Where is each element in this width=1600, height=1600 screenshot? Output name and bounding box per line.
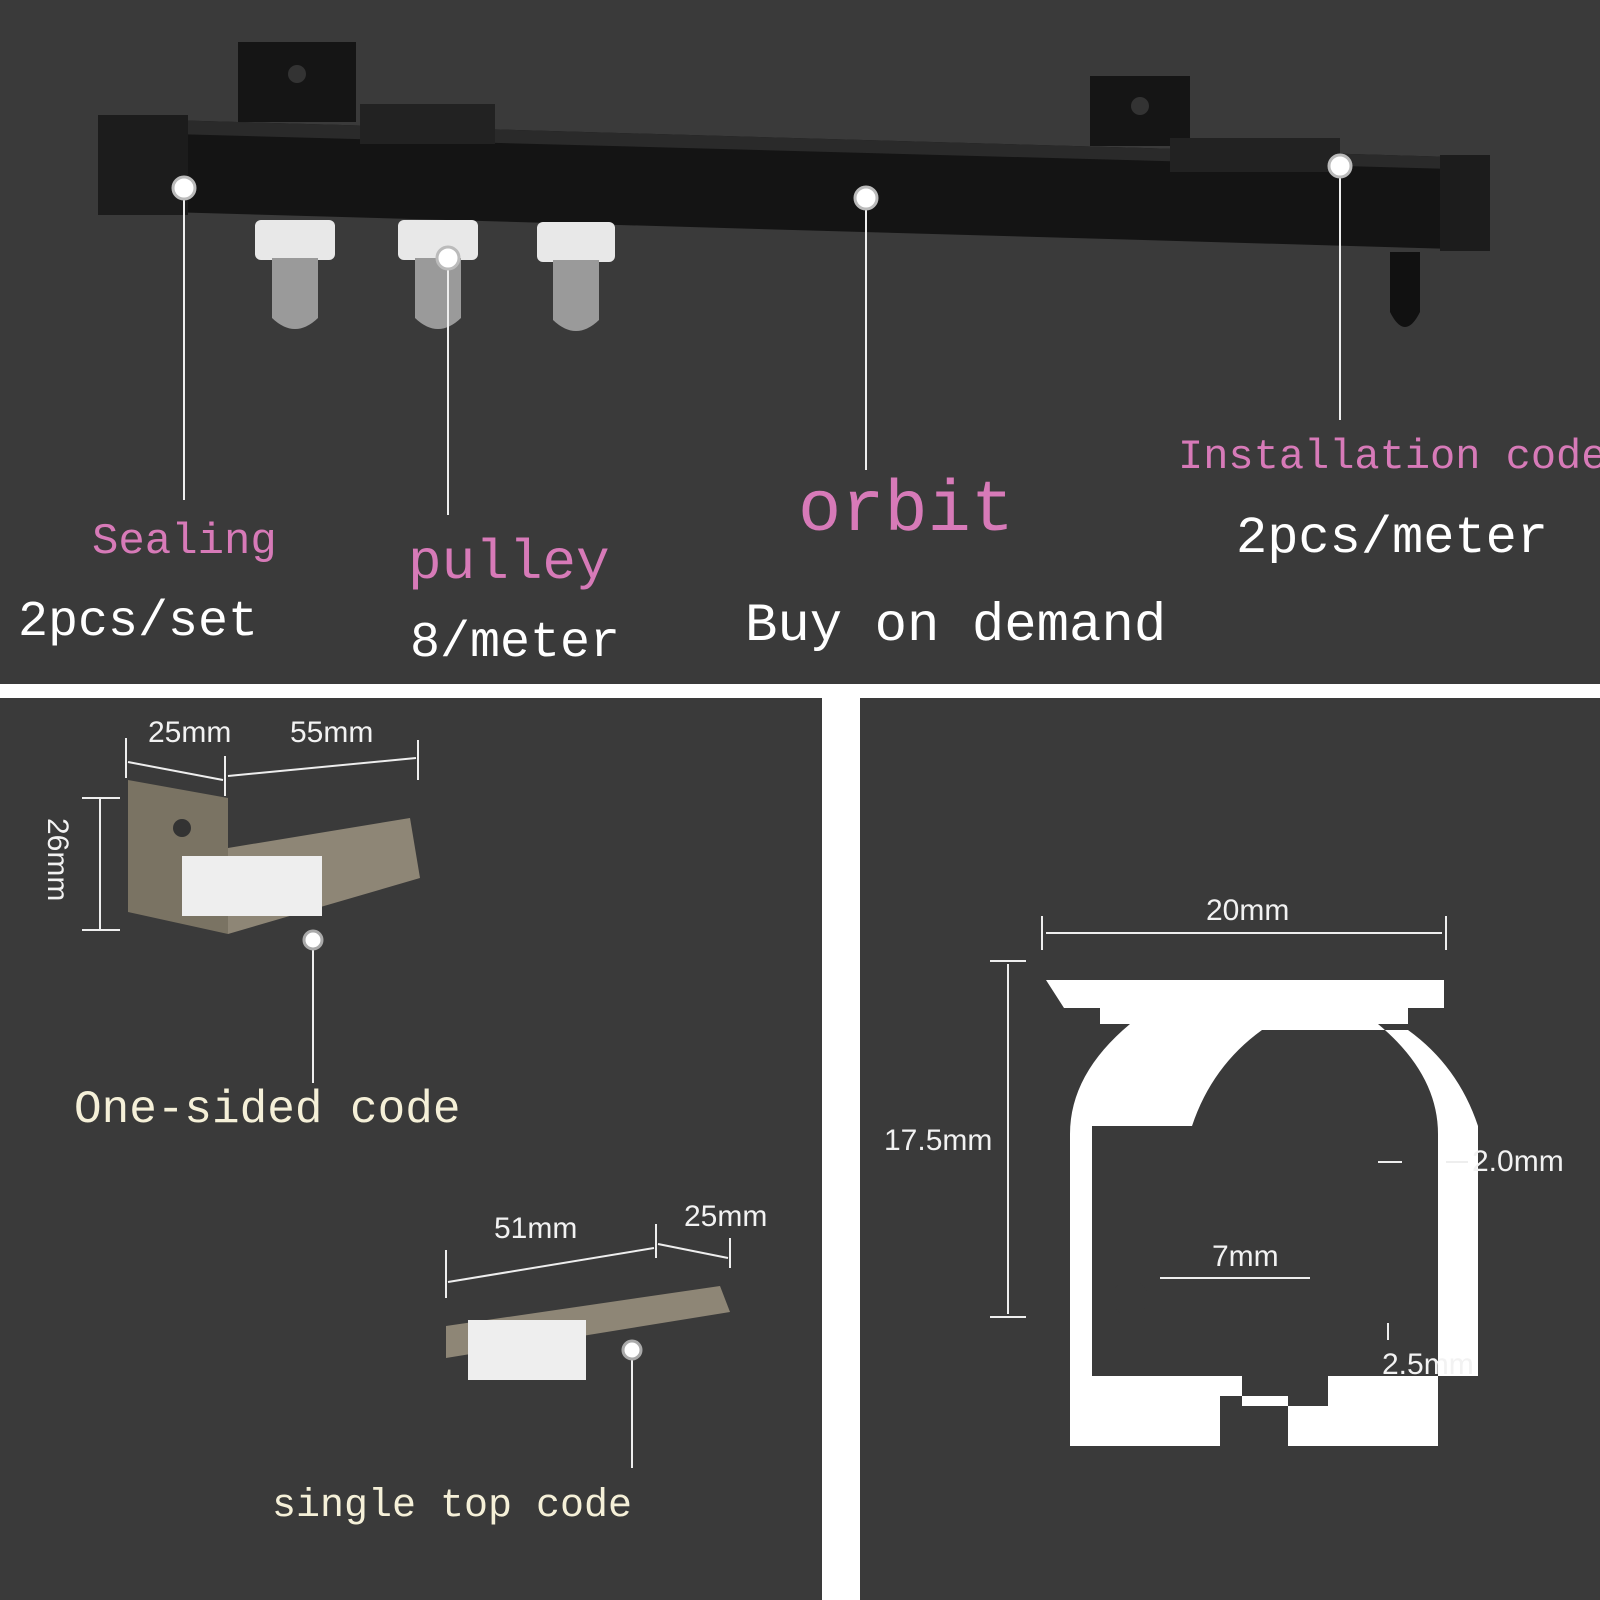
dimension-label: 51mm (494, 1212, 577, 1245)
pulley-label: pulley (408, 531, 610, 595)
width-dimension: 20mm (1206, 894, 1289, 927)
orbit-purchase-note: Buy on demand (745, 596, 1166, 657)
single-top-bracket (446, 1286, 730, 1380)
installation-code-label: Installation code (1178, 433, 1600, 481)
callout-dot (302, 929, 324, 951)
single-top-code-label: single top code (272, 1484, 632, 1529)
pulley-quantity: 8/meter (410, 615, 620, 672)
one-sided-code-label: One-sided code (74, 1084, 460, 1136)
profile-cross-section: 20mm 17.5mm 2.0mm 7mm 2.5mm (884, 894, 1564, 1446)
installation-code-quantity: 2pcs/meter (1236, 509, 1548, 568)
bracket-illustration: 25mm 55mm 26mm One-sided code 51mm 25mm … (41, 716, 767, 1529)
sealing-label: Sealing (92, 517, 277, 567)
callout-dot (853, 185, 879, 211)
rail-overview-panel: Sealing 2pcs/set pulley 8/meter orbit Bu… (0, 0, 1600, 684)
rail-illustration: Sealing 2pcs/set pulley 8/meter orbit Bu… (18, 42, 1600, 672)
end-cap (1440, 155, 1490, 251)
height-dimension: 17.5mm (884, 1124, 992, 1157)
end-cap (98, 115, 188, 215)
wall-thickness-dimension: 2.0mm (1472, 1145, 1564, 1178)
pulley-set (255, 220, 615, 331)
dimension-label: 25mm (684, 1200, 767, 1233)
callout-dot (1327, 153, 1353, 179)
orbit-label: orbit (798, 470, 1014, 552)
callout-dot (171, 175, 197, 201)
dimension-label: 55mm (290, 716, 373, 749)
dimension-label: 25mm (148, 716, 231, 749)
sealing-quantity: 2pcs/set (18, 594, 258, 651)
opening-dimension: 7mm (1212, 1240, 1279, 1273)
callout-dot (621, 1339, 643, 1361)
callout-dot (435, 245, 461, 271)
dimension-label: 26mm (41, 818, 74, 901)
base-thickness-dimension: 2.5mm (1382, 1348, 1474, 1381)
profile-cross-section-panel: 20mm 17.5mm 2.0mm 7mm 2.5mm (860, 698, 1600, 1600)
one-sided-bracket (128, 780, 420, 934)
bracket-panel: 25mm 55mm 26mm One-sided code 51mm 25mm … (0, 698, 822, 1600)
rail-profile (1046, 980, 1478, 1446)
